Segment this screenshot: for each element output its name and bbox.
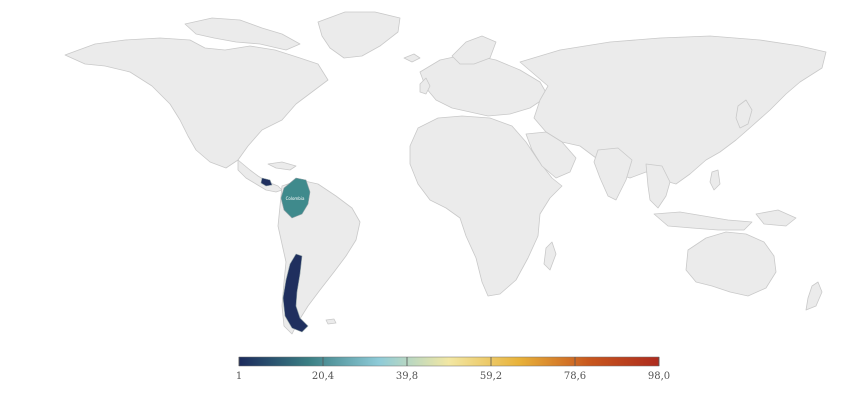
region-label-colombia: Colombia — [286, 196, 305, 201]
legend-color-bar — [238, 356, 660, 367]
legend-tick-label-0: 1 — [236, 371, 242, 382]
land-scandinavia — [451, 35, 497, 65]
land-greenland — [317, 11, 401, 59]
land-se-asia — [645, 163, 671, 209]
land-new-zealand — [805, 281, 823, 311]
land-philippines — [709, 169, 721, 191]
land-madagascar — [543, 241, 557, 271]
land-africa — [409, 115, 563, 297]
land-arabia — [525, 131, 577, 179]
land-south-america — [277, 179, 361, 335]
land-falklands — [325, 318, 337, 325]
land-arctic-islands — [184, 17, 301, 51]
region-el-salvador — [260, 177, 273, 187]
region-colombia — [280, 177, 311, 219]
land-india — [593, 147, 633, 201]
land-indonesia — [653, 211, 753, 231]
land-japan — [735, 99, 753, 129]
legend-tick-label-2: 39,8 — [396, 371, 418, 382]
land-north-america — [64, 37, 329, 169]
legend-tick-label-1: 20,4 — [312, 371, 334, 382]
world-map: Colombia — [64, 11, 827, 335]
legend-tick-label-3: 59,2 — [480, 371, 502, 382]
legend-tick-label-4: 78,6 — [564, 371, 586, 382]
legend-tick-label-5: 98,0 — [648, 371, 670, 382]
land-caribbean — [267, 161, 297, 171]
land-iceland — [403, 53, 421, 63]
land-british-isles — [419, 77, 431, 95]
land-new-guinea — [755, 209, 797, 227]
region-chile — [282, 253, 309, 333]
legend-ticks: 1 20,4 39,8 59,2 78,6 98,0 — [236, 357, 670, 382]
land-australia — [685, 231, 777, 297]
